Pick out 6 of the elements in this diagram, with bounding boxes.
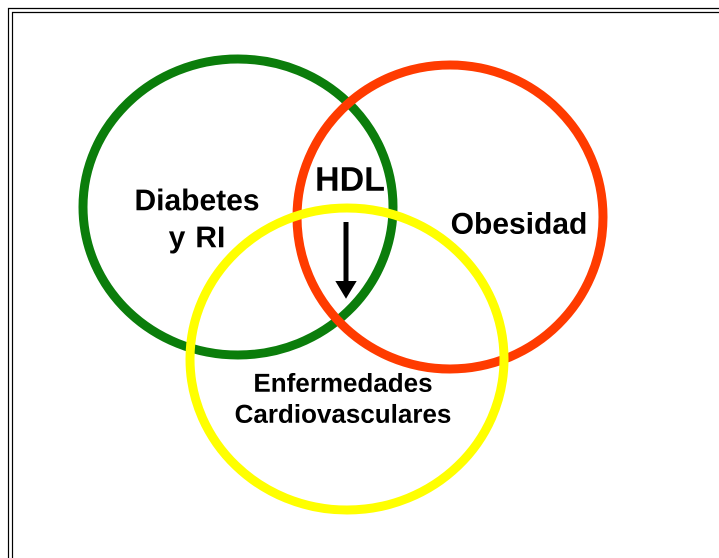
circle-label: Enfermedades Cardiovasculares xyxy=(236,372,450,424)
venn-circle xyxy=(292,60,608,374)
circle-label: Obesidad xyxy=(452,212,586,234)
circle-label: Diabetes y RI xyxy=(136,188,258,254)
venn-circle xyxy=(78,54,398,360)
hdl-label: HDL xyxy=(317,167,384,191)
